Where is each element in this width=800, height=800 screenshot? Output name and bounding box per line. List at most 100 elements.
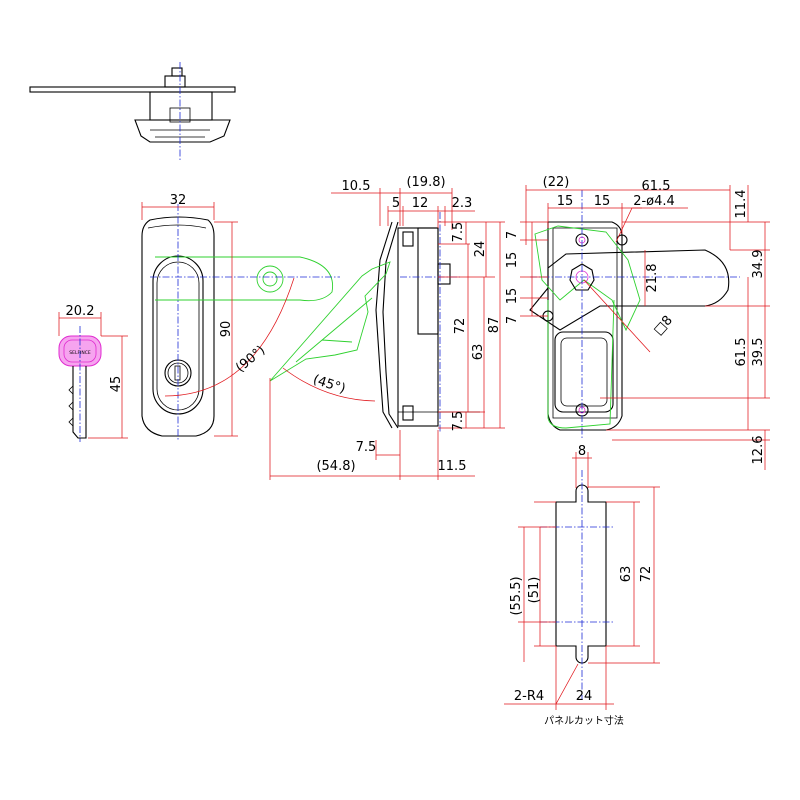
dim-arc-side-angle [282,367,376,402]
dim-line-front-height [214,221,238,437]
dim-side-e: 2.3 [452,196,473,211]
dim-rear-126: 12.6 [751,436,766,465]
rear-view-body-inner [552,227,618,419]
dim-line-rear-top1 [525,185,731,250]
dim-line-cutout-8 [572,452,592,488]
dim-rear-7a: 7 [505,231,520,239]
dim-line-rear-top2 [547,203,642,234]
front-view-rotated-handle [155,256,334,302]
dim-rear-22: (22) [543,175,570,190]
dim-side-b: (19.8) [406,175,445,190]
dim-line-front-width [141,202,215,220]
dim-line-cutout-24 [555,646,614,710]
panel-cutout-view: 8 63 72 (55.5) (51) 24 2-R4 パネルカット寸法 [504,444,660,727]
dim-side-548: (54.8) [316,459,355,474]
dim-rear-114: 11.4 [734,190,749,219]
dim-rear-7b: 7 [505,316,520,324]
front-view: 32 90 (90°) [141,193,340,440]
dim-key-length: 45 [109,376,124,393]
top-view-cam-nut [164,75,186,88]
dim-rear-15a: 15 [557,194,574,209]
dim-side-87: 87 [487,317,502,334]
front-view-bevel [147,224,207,229]
key-blade [72,366,87,439]
rear-view-rotated-outline [547,299,615,429]
dim-side-a: 10.5 [342,179,371,194]
dim-side-t2: 7.5 [451,411,466,432]
dim-rear-615: 61.5 [642,179,671,194]
dim-rear-218: 21.8 [645,264,660,293]
dim-line-rear-left-ext [520,221,548,317]
rear-view-rotated-cam [534,225,641,332]
dim-rear-615v: 61.5 [734,338,749,367]
side-view-panel [417,227,439,335]
side-view-handle-face [375,221,393,429]
rear-view-window [554,331,614,413]
dim-side-c: 5 [392,196,400,211]
dim-line-side-top2 [387,206,475,228]
top-view-bolt [171,67,183,77]
key-view: SELFINCE 20.2 45 [58,304,128,442]
dim-line-key-width [58,312,102,336]
rear-view-cam [529,249,730,331]
dim-rear-15b: 15 [594,194,611,209]
dim-line-rear-holes [615,207,688,243]
dim-side-115: 11.5 [438,459,467,474]
panel-cutout-caption: パネルカット寸法 [544,714,624,727]
side-view-top-bolt [402,231,414,247]
front-view-rotated-lock [256,265,284,293]
dim-rear-holes: 2-ø4.4 [633,194,675,209]
top-view [29,62,236,160]
dim-cutout-8: 8 [578,444,586,459]
front-view-keyway [174,365,181,381]
dim-line-cutout-left-ext [518,501,556,647]
top-view-housing [149,91,213,121]
dim-side-24: 24 [473,241,488,258]
dim-rear-15a-v: 15 [505,252,520,269]
dim-line-key-length [88,335,128,439]
top-view-mounting-plate [29,86,236,93]
panel-cutout-outline [555,484,607,664]
dim-rear-349: 34.9 [751,250,766,279]
dim-side-d: 12 [412,196,429,211]
dim-cutout-24: 24 [576,689,593,704]
top-view-handle [134,119,231,143]
key-teeth [68,385,74,427]
dim-line-side-bottom1 [375,430,401,480]
side-view-rotated-detail [295,297,373,363]
dim-line-side-extensions [438,221,505,429]
dim-line-cutout-right-ext [588,486,660,664]
dim-cutout-51: (51) [527,577,542,604]
dim-cutout-63: 63 [619,566,634,583]
side-view-rotated-handle [269,261,391,382]
dim-rear-15b-v: 15 [505,288,520,305]
dim-side-63: 63 [471,344,486,361]
rear-view-window-inner [560,337,608,407]
dim-line-cutout-radius [504,663,579,705]
dim-cutout-radius: 2-R4 [514,689,544,704]
dim-key-width: 20.2 [66,304,95,319]
dim-side-72: 72 [453,318,468,335]
front-view-body [141,216,215,437]
side-view: 10.5 (19.8) 5 12 2.3 7.5 7.5 24 72 87 63… [269,175,505,480]
dim-rear-395: 39.5 [751,338,766,367]
dim-front-width: 32 [170,193,187,208]
dim-front-height: 90 [219,321,234,338]
dim-rear-sq: □8 [651,313,676,338]
side-view-bottom-bolt [402,405,414,421]
side-view-handle-back [382,221,399,429]
side-view-cam-nut [437,263,451,285]
dim-cutout-72: 72 [639,566,654,583]
dim-arc-front-angle [164,277,295,397]
dim-line-rear-sq [583,279,651,353]
rear-view: (22) 61.5 15 15 2-ø4.4 7 15 7 15 21.8 □8… [505,175,770,470]
dim-line-rear-right-ext [600,221,770,441]
dim-side-t1: 7.5 [451,222,466,243]
rear-view-body [547,221,623,431]
dim-cutout-555: (55.5) [509,576,524,615]
dim-side-bottom75: 7.5 [356,440,377,455]
dim-line-side-bottom2 [269,378,475,480]
dim-front-angle: (90°) [233,343,268,376]
front-view-rotated-lock-inner [262,271,278,287]
